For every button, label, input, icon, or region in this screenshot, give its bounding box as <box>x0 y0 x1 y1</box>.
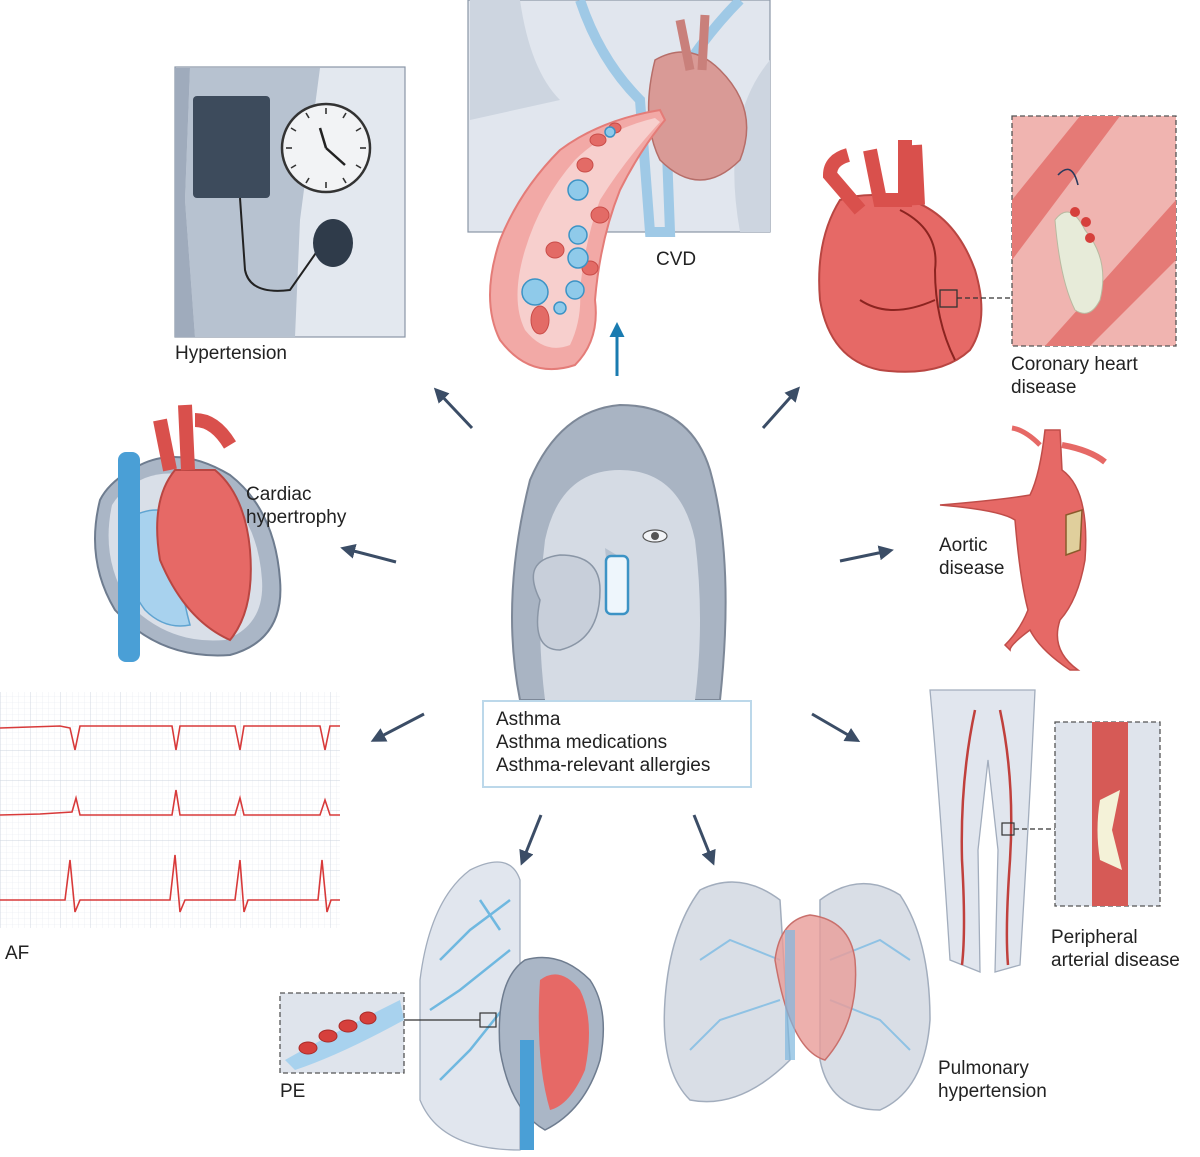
coronary-heart-illustration <box>818 115 1177 373</box>
arrow-to-hypertension <box>433 387 474 430</box>
peripheral-arterial-illustration <box>929 689 1161 973</box>
hypertension-illustration <box>174 66 406 338</box>
label-coronary-heart-disease: Coronary heart disease <box>1011 354 1138 398</box>
arrow-to-pulmonary <box>692 814 716 866</box>
arrow-to-coronary <box>761 386 800 429</box>
center-line-medications: Asthma medications <box>496 732 668 753</box>
arrow-to-cardiac <box>340 544 397 564</box>
label-peripheral-arterial-disease: Peripheral arterial disease <box>1051 927 1180 971</box>
asthma-patient-illustration <box>511 403 727 701</box>
af-ecg-illustration <box>0 692 340 928</box>
label-af: AF <box>5 943 30 964</box>
label-cardiac-hypertrophy: Cardiac hypertrophy <box>246 484 347 528</box>
pe-illustration <box>279 861 605 1151</box>
label-hypertension: Hypertension <box>175 343 287 364</box>
arrow-to-aortic <box>839 545 894 563</box>
label-pe: PE <box>280 1081 306 1102</box>
arrow-to-af <box>370 712 425 742</box>
center-line-asthma: Asthma <box>496 709 561 730</box>
cvd-illustration <box>467 0 771 371</box>
label-pulmonary-hypertension: Pulmonary hypertension <box>938 1058 1047 1102</box>
cardiac-hypertrophy-illustration <box>94 404 282 662</box>
arrow-to-peripheral <box>811 712 861 743</box>
center-line-allergies: Asthma-relevant allergies <box>496 755 711 776</box>
pulmonary-hypertension-illustration <box>663 881 931 1111</box>
label-aortic-disease: Aortic disease <box>939 535 1005 579</box>
asthma-factors-box: Asthma Asthma medications Asthma-relevan… <box>482 700 752 788</box>
cause-arrows <box>340 322 894 866</box>
label-cvd: CVD <box>656 249 697 270</box>
arrow-to-pe <box>519 814 543 866</box>
aortic-illustration <box>939 425 1107 671</box>
